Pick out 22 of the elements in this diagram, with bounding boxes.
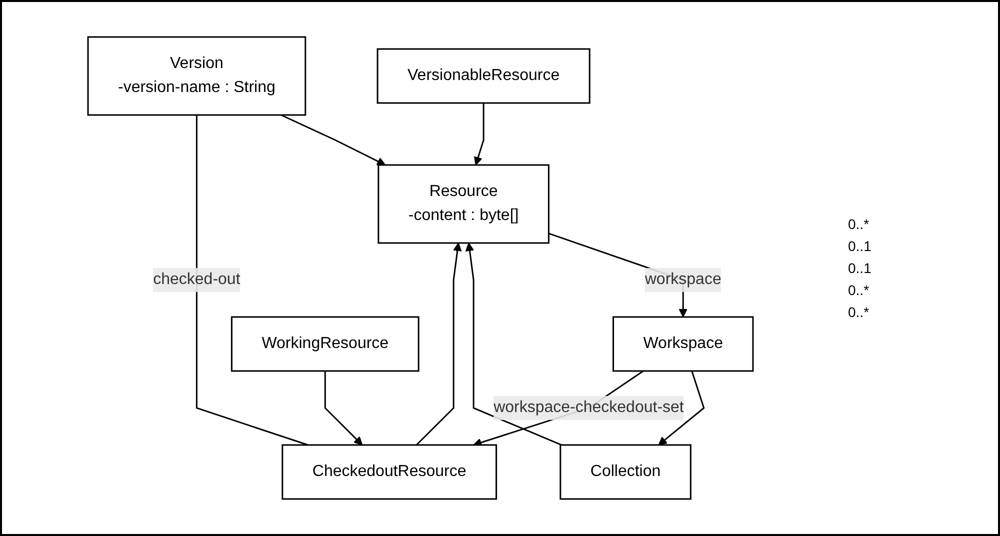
edge-label: workspace <box>644 270 721 288</box>
multiplicity-label: 0..1 <box>848 260 872 276</box>
node-box: Resource -content : byte[] <box>377 164 549 244</box>
arrow <box>464 242 562 446</box>
node-box: CheckedoutResource <box>281 444 497 500</box>
arrow <box>280 114 386 166</box>
edge-label: workspace-checkedout-set <box>493 398 684 416</box>
edge-label: checked-out <box>152 270 240 288</box>
node-box: Collection <box>559 444 691 500</box>
arrow <box>415 242 462 446</box>
multiplicity-label: 0..* <box>848 216 870 232</box>
multiplicity-label: 0..1 <box>848 238 872 254</box>
multiplicity-label: 0..* <box>848 304 870 320</box>
node-box: WorkingResource <box>230 316 419 372</box>
arrow <box>473 103 484 166</box>
multiplicity-label: 0..* <box>848 282 870 298</box>
node-box: Workspace <box>612 316 754 372</box>
arrow <box>658 370 704 446</box>
arrow <box>324 371 362 446</box>
node-box: Version -version-name : String <box>86 36 306 116</box>
node-box: VersionableResource <box>376 48 590 104</box>
connector <box>195 115 308 446</box>
